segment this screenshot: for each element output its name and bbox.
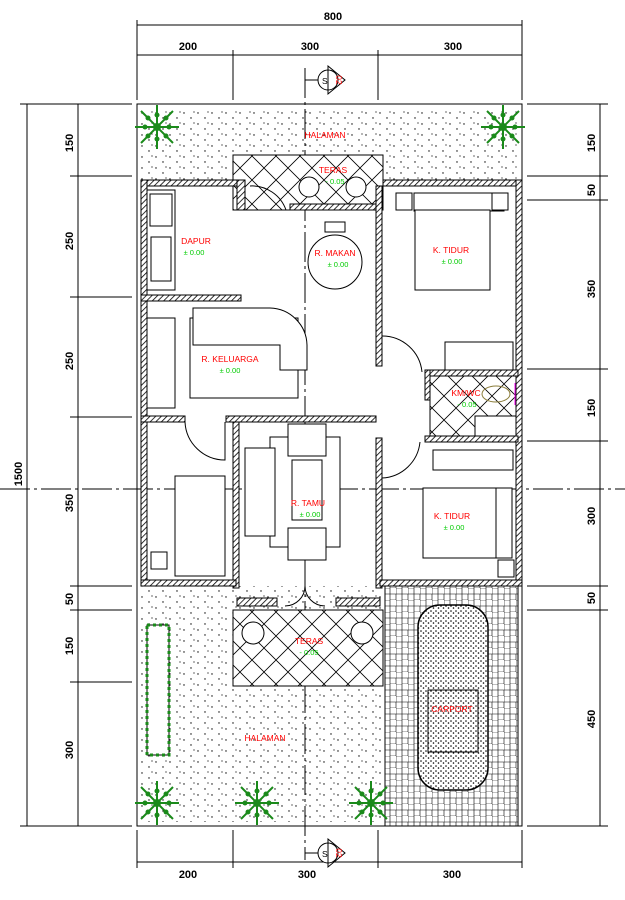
tv-cabinet [146, 317, 176, 409]
dim-right-5: 300 [586, 507, 598, 525]
level-teras-bottom: - 0.05 [299, 648, 318, 657]
level-r-keluarga: ± 0.00 [220, 366, 241, 375]
level-km-wc: - 0.05 [457, 400, 476, 409]
wardrobe-2 [432, 449, 514, 471]
label-dapur: DAPUR [181, 236, 211, 246]
label-r-keluarga: R. KELUARGA [201, 354, 258, 364]
level-teras-top: - 0.05 [325, 177, 344, 186]
dining-table [307, 221, 363, 290]
label-teras-top: TERAS [319, 165, 348, 175]
section-letter: S [322, 76, 328, 86]
dim-left-4: 350 [64, 494, 76, 512]
dim-right: 150 50 350 150 300 50 450 [586, 134, 598, 728]
living-set [244, 423, 341, 561]
plant-icon [348, 780, 394, 826]
bed-3 [150, 475, 226, 577]
label-km-wc: KM/WC [451, 388, 480, 398]
dim-bottom-1: 200 [179, 869, 197, 881]
section-marker-top: S 02 [305, 64, 346, 96]
toilet [481, 383, 516, 405]
dim-top-3: 300 [444, 41, 462, 53]
dim-top-total: 800 [324, 11, 342, 23]
label-r-makan: R. MAKAN [314, 248, 355, 258]
dim-right-4: 150 [586, 399, 598, 417]
dim-right-6: 50 [586, 592, 598, 604]
label-halaman-top: HALAMAN [304, 130, 345, 140]
dim-right-2: 50 [586, 184, 598, 196]
plant-icon [234, 780, 280, 826]
bathtub [474, 415, 517, 437]
dim-top-1: 200 [179, 41, 197, 53]
dim-right-3: 350 [586, 280, 598, 298]
section-marker-bottom: S 02 [305, 837, 346, 869]
section-number: 02 [334, 848, 344, 858]
bed-2 [422, 487, 515, 578]
dim-left-1: 150 [64, 134, 76, 152]
doors [184, 185, 423, 607]
dim-left-5: 50 [64, 593, 76, 605]
terrace-chairs [241, 176, 374, 645]
level-dapur: ± 0.00 [184, 248, 205, 257]
dim-left-6: 150 [64, 637, 76, 655]
label-r-tamu: R. TAMU [291, 498, 325, 508]
level-r-tamu: ± 0.00 [300, 510, 321, 519]
plant-icon [134, 104, 180, 150]
dim-right-1: 150 [586, 134, 598, 152]
dim-top-2: 300 [301, 41, 319, 53]
dim-left-total: 1500 [13, 462, 25, 486]
label-halaman-bottom: HALAMAN [244, 733, 285, 743]
level-k-tidur-1: ± 0.00 [442, 257, 463, 266]
walls [140, 179, 523, 607]
wardrobe-1 [444, 341, 514, 371]
level-r-makan: ± 0.00 [328, 260, 349, 269]
car [417, 604, 489, 791]
plant-icon [480, 104, 526, 150]
dim-bottom-3: 300 [443, 869, 461, 881]
plant-icon [134, 780, 180, 826]
kitchen-set [146, 189, 176, 291]
dim-left-2: 250 [64, 232, 76, 250]
label-k-tidur-1: K. TIDUR [433, 245, 469, 255]
planter-box [146, 624, 170, 756]
level-k-tidur-2: ± 0.00 [444, 523, 465, 532]
bed-1 [395, 192, 509, 291]
dim-right-7: 450 [586, 710, 598, 728]
dim-bottom-2: 300 [298, 869, 316, 881]
label-teras-bottom: TERAS [295, 636, 324, 646]
label-carport: CARPORT [431, 704, 472, 714]
family-sofa [189, 307, 308, 399]
dim-left-7: 300 [64, 741, 76, 759]
section-letter: S [322, 849, 328, 859]
label-k-tidur-2: K. TIDUR [434, 511, 470, 521]
dim-left-3: 250 [64, 352, 76, 370]
section-number: 02 [334, 75, 344, 85]
dim-left: 150 250 250 350 50 150 300 [64, 134, 76, 759]
